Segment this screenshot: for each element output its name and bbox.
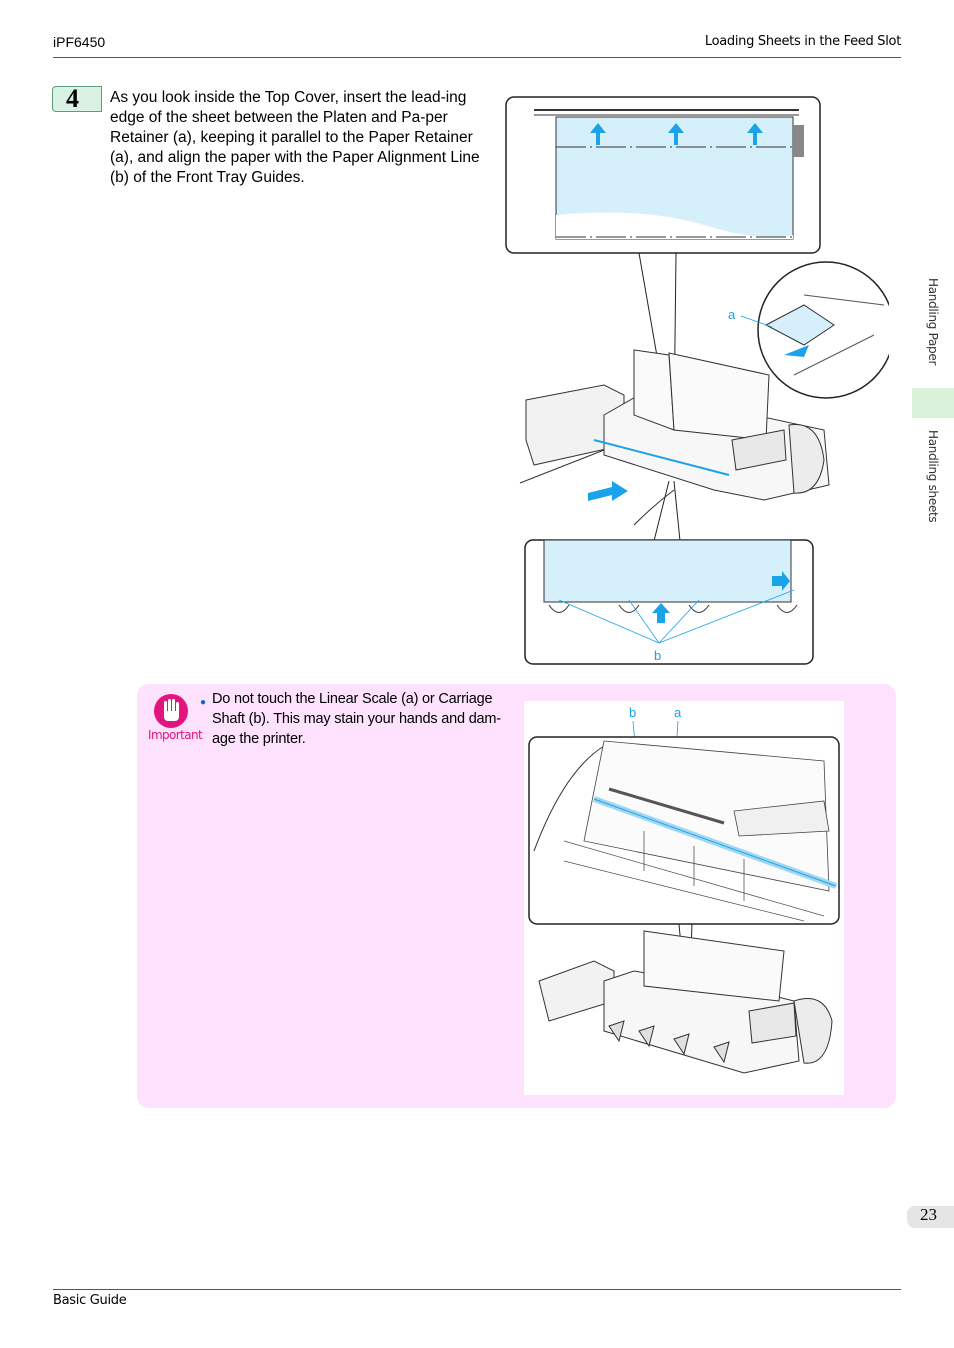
important-label: Important (148, 728, 203, 742)
label-b: b (629, 705, 636, 720)
side-tab-label: Handling Paper (926, 278, 940, 366)
bullet-icon: ● (200, 697, 207, 708)
step-badge (52, 86, 102, 112)
side-tab-active-marker (912, 388, 954, 418)
header-model: iPF6450 (53, 34, 106, 50)
footer-title: Basic Guide (53, 1293, 127, 1308)
step-number: 4 (66, 84, 79, 113)
side-tab-label: Handling sheets (926, 430, 940, 523)
page-number: 23 (920, 1205, 937, 1224)
note-bullet-text: Do not touch the Linear Scale (a) or Car… (212, 691, 501, 747)
linear-scale-illustration: b a (524, 701, 844, 1095)
step-instruction: As you look inside the Top Cover, insert… (110, 89, 480, 186)
paper-loading-illustration: a b (505, 96, 889, 665)
important-hand-icon (154, 694, 188, 728)
label-a: a (674, 705, 682, 720)
side-tab-handling-paper[interactable]: Handling Paper (912, 268, 954, 386)
header-section-title: Loading Sheets in the Feed Slot (704, 34, 901, 49)
header-rule (53, 57, 901, 58)
label-a: a (728, 307, 736, 322)
footer-rule (53, 1289, 901, 1290)
label-b: b (654, 648, 661, 663)
page-number-box (907, 1206, 954, 1228)
side-tab-handling-sheets[interactable]: Handling sheets (912, 420, 954, 538)
